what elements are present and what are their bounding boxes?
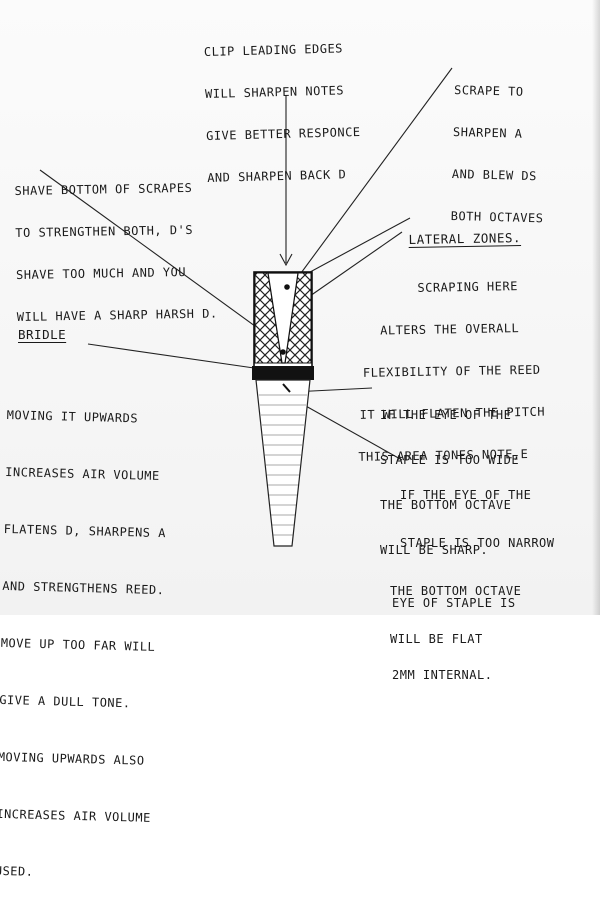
note-scrape-line-2: SHARPEN A xyxy=(452,124,523,141)
note-shave-bottom: SHAVE BOTTOM OF SCRAPES TO STRENGTHEN BO… xyxy=(14,152,218,351)
note-bridle-line-3: FLATENS D, SHARPENS A xyxy=(3,521,167,541)
lateral-zones-heading: LATERAL ZONES. xyxy=(408,230,522,248)
staple-eye-marker xyxy=(282,383,291,393)
note-shave-line-3: SHAVE TOO MUCH AND YOU xyxy=(15,265,187,282)
note-bridle-line-9: USED. xyxy=(0,863,34,879)
note-scrape-line-1: SCRAPE TO xyxy=(453,82,524,99)
note-bridle-line-8: INCREASES AIR VOLUME xyxy=(0,806,151,825)
note-eye-size-line-1: EYE OF STAPLE IS xyxy=(392,596,516,610)
note-eye-wide-line-4: WILL BE SHARP. xyxy=(380,543,489,557)
note-clip-line-1: CLIP LEADING EDGES xyxy=(203,41,344,59)
staple-tube xyxy=(255,379,311,547)
note-shave-line-1: SHAVE BOTTOM OF SCRAPES xyxy=(14,180,193,198)
central-scrape-area xyxy=(267,272,299,364)
note-eye-narrow-line-3: THE BOTTOM OCTAVE xyxy=(390,584,522,598)
scrape-tip-point xyxy=(284,284,290,290)
note-bridle-line-5: MOVE UP TOO FAR WILL xyxy=(0,635,156,654)
note-eye-size: EYE OF STAPLE IS 2MM INTERNAL. xyxy=(392,543,516,735)
note-bridle-line-4: AND STRENGTHENS REED. xyxy=(2,578,165,598)
leader-scrape-a-line xyxy=(289,67,453,289)
reed-diagram-page: CLIP LEADING EDGES WILL SHARPEN NOTES GI… xyxy=(0,0,600,879)
note-lateral-line-2: ALTERS THE OVERALL xyxy=(380,321,520,338)
note-bridle-line-1: MOVING IT UPWARDS xyxy=(6,407,139,426)
note-bridle-line-2: INCREASES AIR VOLUME xyxy=(5,464,160,484)
note-bridle-line-7: MOVING UPWARDS ALSO xyxy=(0,749,145,768)
leader-bridle-line xyxy=(87,343,255,369)
leader-lateral-2 xyxy=(309,231,403,297)
leader-lines xyxy=(39,67,453,461)
staple-texture xyxy=(259,394,307,536)
note-scrape-line-3: AND BLEW DS xyxy=(451,166,538,184)
reed-diagram xyxy=(39,67,453,547)
bridle-band xyxy=(252,366,314,380)
note-shave-line-4: WILL HAVE A SHARP HARSH D. xyxy=(16,306,218,324)
note-shave-line-2: TO STRENGTHEN BOTH, D'S xyxy=(15,222,194,240)
note-eye-wide-line-1: IF THE EYE OF THE xyxy=(380,408,512,422)
reed-blade xyxy=(253,271,313,369)
bridle-heading: BRIDLE xyxy=(18,327,67,342)
note-clip-line-3: GIVE BETTER RESPONCE xyxy=(205,124,361,143)
note-eye-narrow-line-2: STAPLE IS TOO NARROW xyxy=(400,536,555,550)
leader-shave-line xyxy=(39,169,256,327)
staple-outline xyxy=(255,379,311,547)
note-clip-line-4: AND SHARPEN BACK D xyxy=(207,167,347,185)
note-eye-too-wide: IF THE EYE OF THE STAPLE IS TOO WIDE THE… xyxy=(380,378,519,588)
note-bridle: MOVING IT UPWARDS INCREASES AIR VOLUME F… xyxy=(0,368,170,923)
note-bridle-line-6: GIVE A DULL TONE. xyxy=(0,692,131,711)
note-lateral-line-1: SCRAPING HERE xyxy=(417,279,518,295)
note-eye-wide-line-2: STAPLE IS TOO WIDE xyxy=(380,453,520,467)
note-clip-leading-edges: CLIP LEADING EDGES WILL SHARPEN NOTES GI… xyxy=(203,13,363,213)
note-clip-line-2: WILL SHARPEN NOTES xyxy=(204,83,345,101)
note-eye-size-line-2: 2MM INTERNAL. xyxy=(392,668,493,682)
note-eye-narrow-line-1: IF THE EYE OF THE xyxy=(400,488,532,502)
scrape-bottom-point xyxy=(280,349,286,355)
leader-clip-arrowhead xyxy=(279,253,293,267)
note-eye-wide-line-3: THE BOTTOM OCTAVE xyxy=(380,498,512,512)
